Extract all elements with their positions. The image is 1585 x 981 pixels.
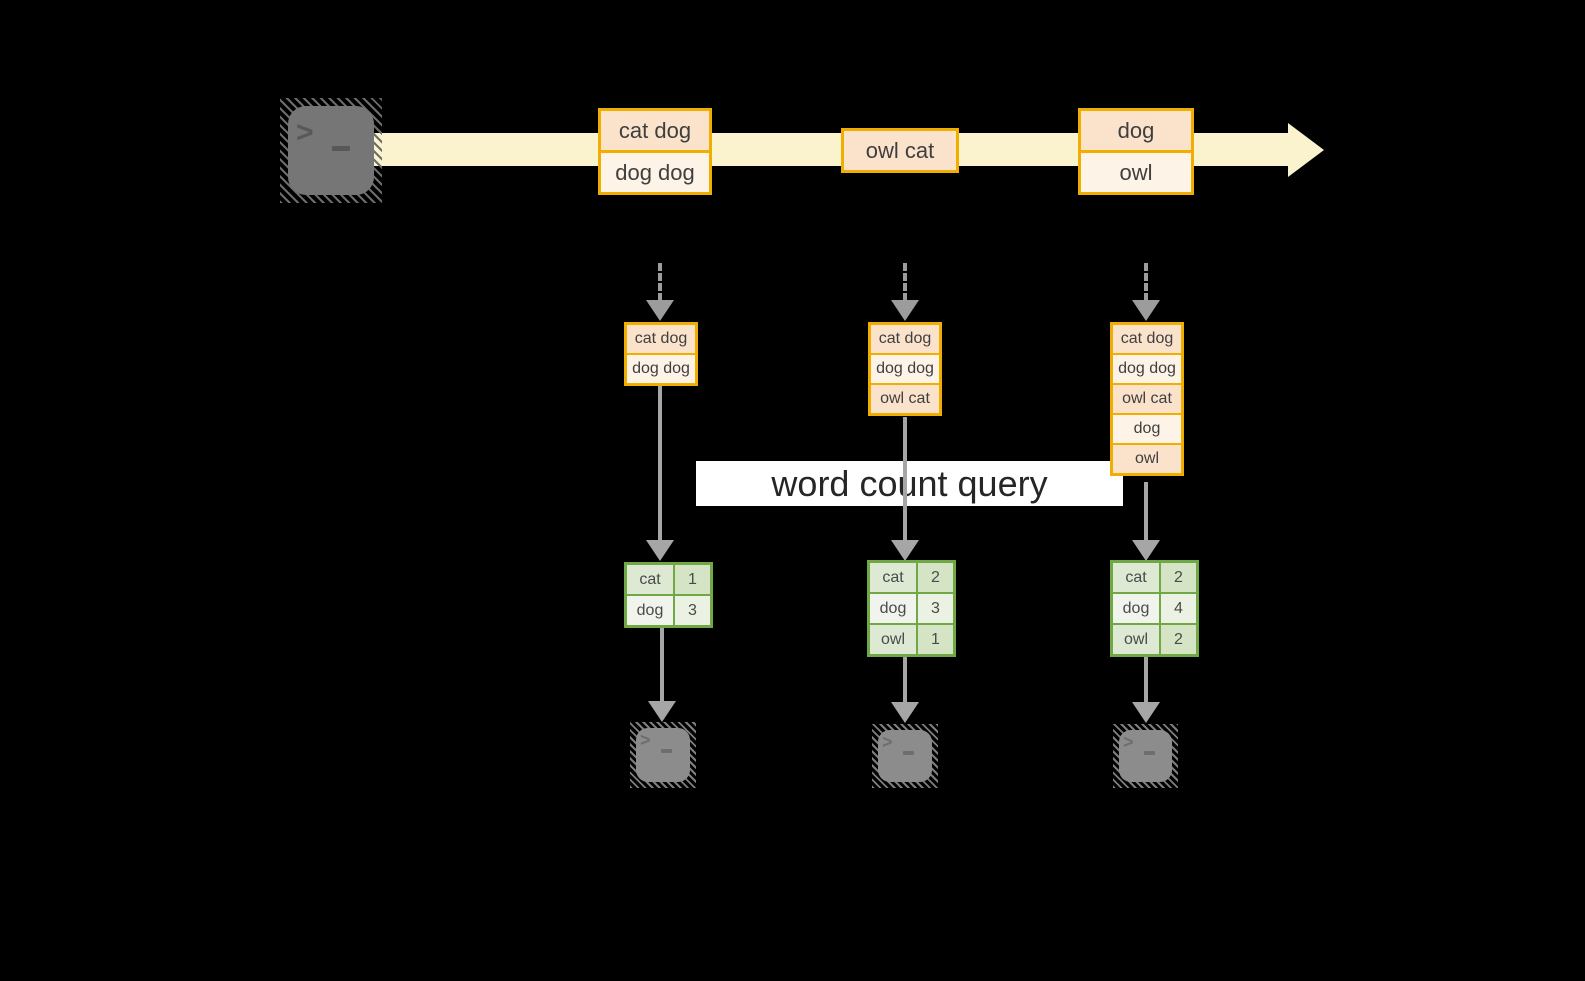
event-line: cat dog bbox=[601, 111, 709, 150]
stream-arrowhead-icon bbox=[1288, 123, 1324, 177]
count-cell: 4 bbox=[1161, 594, 1196, 623]
word-cell: owl bbox=[870, 625, 916, 654]
count-cell: 2 bbox=[918, 563, 953, 592]
buffer-row: dog dog bbox=[627, 355, 695, 383]
arrow-shaft bbox=[1144, 656, 1148, 703]
terminal-sink-icon: > bbox=[1113, 724, 1178, 788]
prompt-underscore-icon bbox=[903, 751, 914, 755]
state-buffer-3: cat dog dog dog owl cat dog owl bbox=[1110, 322, 1184, 476]
event-line: dog bbox=[1081, 111, 1191, 150]
word-count-table-3: cat 2 dog 4 owl 2 bbox=[1110, 560, 1199, 657]
dashed-arrow-head-icon bbox=[891, 300, 919, 321]
event-line: dog dog bbox=[601, 153, 709, 192]
prompt-chevron-icon: > bbox=[640, 730, 651, 750]
table-row: cat 2 bbox=[870, 563, 953, 592]
table-row: owl 1 bbox=[870, 625, 953, 654]
terminal-body bbox=[878, 730, 932, 782]
word-cell: cat bbox=[870, 563, 916, 592]
prompt-underscore-icon bbox=[332, 146, 350, 151]
count-cell: 3 bbox=[918, 594, 953, 623]
buffer-row: cat dog bbox=[1113, 325, 1181, 353]
terminal-source-icon: > bbox=[280, 98, 382, 203]
stream-event-box-2: owl cat bbox=[841, 128, 959, 173]
stream-event-box-1: cat dog dog dog bbox=[598, 108, 712, 195]
buffer-row: owl cat bbox=[871, 385, 939, 413]
arrow-shaft bbox=[903, 656, 907, 703]
dashed-arrow-shaft bbox=[1144, 263, 1148, 301]
arrow-head-icon bbox=[646, 540, 674, 561]
state-buffer-1: cat dog dog dog bbox=[624, 322, 698, 386]
buffer-row: cat dog bbox=[627, 325, 695, 353]
event-line: owl bbox=[1081, 153, 1191, 192]
arrow-shaft bbox=[660, 627, 664, 702]
word-cell: dog bbox=[1113, 594, 1159, 623]
state-buffer-2: cat dog dog dog owl cat bbox=[868, 322, 942, 416]
arrow-shaft bbox=[903, 417, 907, 541]
word-cell: cat bbox=[627, 565, 673, 594]
arrow-head-icon bbox=[891, 702, 919, 723]
count-cell: 1 bbox=[675, 565, 710, 594]
arrow-head-icon bbox=[648, 701, 676, 722]
dashed-arrow-head-icon bbox=[646, 300, 674, 321]
table-row: owl 2 bbox=[1113, 625, 1196, 654]
query-label: word count query bbox=[771, 462, 1048, 504]
event-line: owl cat bbox=[844, 131, 956, 170]
word-cell: cat bbox=[1113, 563, 1159, 592]
buffer-row: dog bbox=[1113, 415, 1181, 443]
count-cell: 2 bbox=[1161, 563, 1196, 592]
buffer-row: dog dog bbox=[1113, 355, 1181, 383]
prompt-underscore-icon bbox=[1144, 751, 1155, 755]
word-cell: dog bbox=[627, 596, 673, 625]
word-count-table-2: cat 2 dog 3 owl 1 bbox=[867, 560, 956, 657]
terminal-body bbox=[1119, 730, 1172, 782]
terminal-body bbox=[288, 106, 374, 195]
query-band: word count query bbox=[696, 461, 1123, 506]
arrow-shaft bbox=[658, 385, 662, 541]
buffer-row: cat dog bbox=[871, 325, 939, 353]
dashed-arrow-head-icon bbox=[1132, 300, 1160, 321]
buffer-row: owl bbox=[1113, 445, 1181, 473]
prompt-chevron-icon: > bbox=[882, 732, 893, 752]
table-row: cat 1 bbox=[627, 565, 710, 594]
count-cell: 1 bbox=[918, 625, 953, 654]
table-row: cat 2 bbox=[1113, 563, 1196, 592]
stream-event-box-3: dog owl bbox=[1078, 108, 1194, 195]
arrow-head-icon bbox=[891, 540, 919, 561]
arrow-shaft bbox=[1144, 482, 1148, 541]
word-cell: dog bbox=[870, 594, 916, 623]
count-cell: 3 bbox=[675, 596, 710, 625]
prompt-underscore-icon bbox=[661, 749, 672, 753]
table-row: dog 3 bbox=[870, 594, 953, 623]
dashed-arrow-shaft bbox=[903, 263, 907, 301]
buffer-row: dog dog bbox=[871, 355, 939, 383]
terminal-sink-icon: > bbox=[872, 724, 938, 788]
count-cell: 2 bbox=[1161, 625, 1196, 654]
table-row: dog 4 bbox=[1113, 594, 1196, 623]
terminal-body bbox=[636, 728, 690, 782]
buffer-row: owl cat bbox=[1113, 385, 1181, 413]
table-row: dog 3 bbox=[627, 596, 710, 625]
prompt-chevron-icon: > bbox=[296, 116, 314, 149]
word-count-table-1: cat 1 dog 3 bbox=[624, 562, 713, 628]
arrow-head-icon bbox=[1132, 540, 1160, 561]
word-cell: owl bbox=[1113, 625, 1159, 654]
arrow-head-icon bbox=[1132, 702, 1160, 723]
dashed-arrow-shaft bbox=[658, 263, 662, 301]
terminal-sink-icon: > bbox=[630, 722, 696, 788]
prompt-chevron-icon: > bbox=[1123, 732, 1134, 752]
